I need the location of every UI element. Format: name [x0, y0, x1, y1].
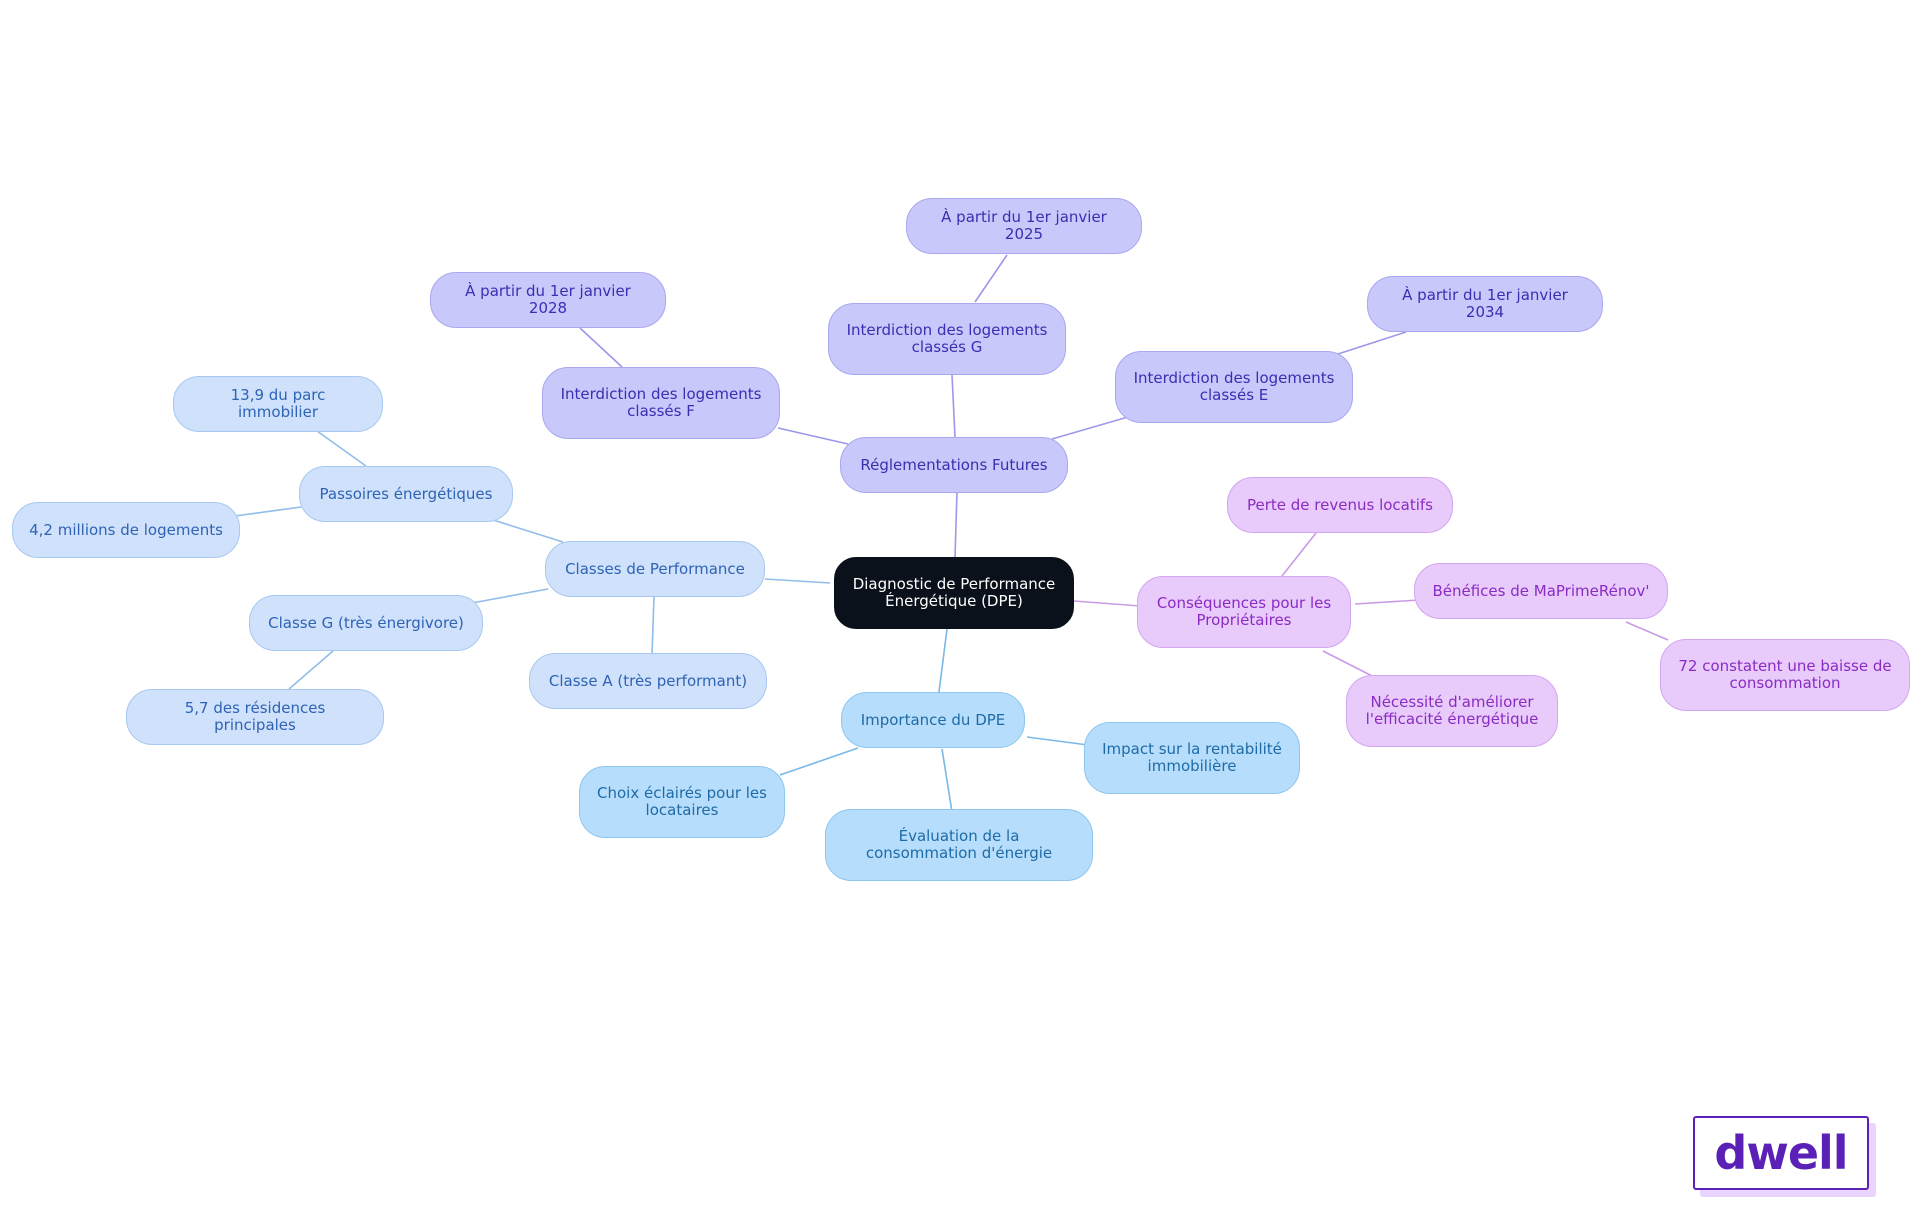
- node-benefices-stat: 72 constatent une baisse de consommation: [1660, 639, 1910, 711]
- edge-classes-passoires: [489, 518, 564, 543]
- edge-passoires-stat2: [234, 506, 302, 517]
- node-classes-performance: Classes de Performance: [545, 541, 765, 597]
- edge-interdiction-e-2034: [1337, 331, 1407, 355]
- edge-interdiction-g-2025: [974, 254, 1008, 303]
- edge-root-reglementations: [954, 491, 958, 558]
- node-necessite-ameliorer: Nécessité d'améliorer l'efficacité énerg…: [1346, 675, 1558, 747]
- node-classe-g: Classe G (très énergivore): [249, 595, 483, 651]
- edge-interdiction-f-2028: [579, 327, 623, 368]
- node-benefices-maprimerenov: Bénéfices de MaPrimeRénov': [1414, 563, 1668, 619]
- edge-root-classes: [764, 578, 831, 584]
- node-classe-a: Classe A (très performant): [529, 653, 767, 709]
- node-consequences-proprietaires: Conséquences pour les Propriétaires: [1137, 576, 1351, 648]
- node-perte-revenus: Perte de revenus locatifs: [1227, 477, 1453, 533]
- edge-cons-benefices: [1354, 599, 1420, 605]
- edge-classes-classeg: [471, 588, 549, 604]
- edge-classes-classea: [651, 596, 655, 656]
- edge-imp-impact: [1026, 736, 1089, 746]
- edge-passoires-stat1: [316, 430, 367, 467]
- node-passoires-stat-parc: 13,9 du parc immobilier: [173, 376, 383, 432]
- edge-root-importance: [938, 628, 948, 693]
- node-importance-dpe: Importance du DPE: [841, 692, 1025, 748]
- node-evaluation-consommation: Évaluation de la consommation d'énergie: [825, 809, 1093, 881]
- root-node: Diagnostic de Performance Énergétique (D…: [834, 557, 1074, 629]
- edge-root-consequences: [1073, 600, 1141, 607]
- node-interdiction-classe-f: Interdiction des logements classés F: [542, 367, 780, 439]
- node-reglementations-futures: Réglementations Futures: [840, 437, 1068, 493]
- node-interdiction-classe-g: Interdiction des logements classés G: [828, 303, 1066, 375]
- node-date-2034: À partir du 1er janvier 2034: [1367, 276, 1603, 332]
- edge-reg-interdiction-e: [1051, 416, 1129, 440]
- node-passoires-stat-logements: 4,2 millions de logements: [12, 502, 240, 558]
- edge-imp-choix: [779, 747, 859, 776]
- edge-benefices-stat: [1625, 621, 1669, 641]
- node-interdiction-classe-e: Interdiction des logements classés E: [1115, 351, 1353, 423]
- node-date-2025: À partir du 1er janvier 2025: [906, 198, 1142, 254]
- edge-classeg-stat: [288, 650, 334, 690]
- edge-imp-evaluation: [941, 748, 953, 813]
- node-choix-locataires: Choix éclairés pour les locataires: [579, 766, 785, 838]
- edge-reg-interdiction-g: [951, 374, 956, 438]
- edge-cons-perte: [1281, 532, 1317, 577]
- dwell-logo: dwell: [1693, 1116, 1869, 1190]
- node-date-2028: À partir du 1er janvier 2028: [430, 272, 666, 328]
- edge-reg-interdiction-f: [777, 427, 849, 445]
- node-impact-rentabilite: Impact sur la rentabilité immobilière: [1084, 722, 1300, 794]
- node-classe-g-stat: 5,7 des résidences principales: [126, 689, 384, 745]
- node-passoires-energetiques: Passoires énergétiques: [299, 466, 513, 522]
